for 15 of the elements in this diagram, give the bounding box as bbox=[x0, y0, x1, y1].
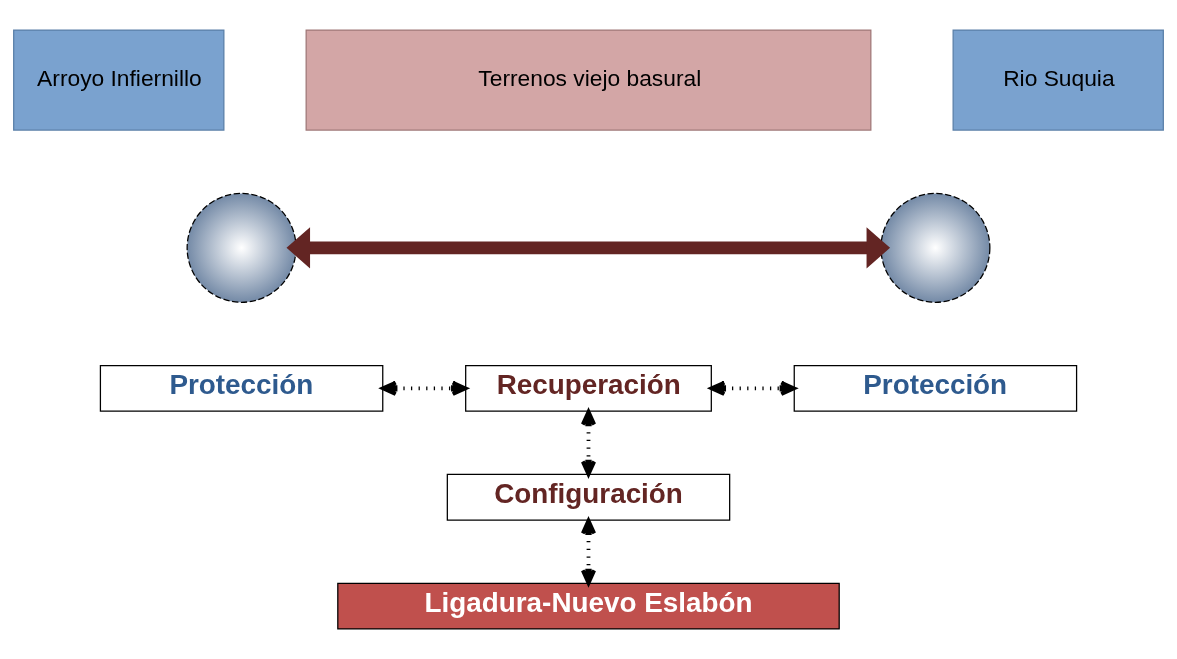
node-box: Arroyo Infiernillo bbox=[13, 29, 225, 131]
node-box: Protección bbox=[793, 364, 1078, 412]
node-box: Recuperación bbox=[465, 364, 712, 412]
arrow bbox=[580, 518, 597, 586]
arrow bbox=[380, 380, 468, 396]
node-circle bbox=[880, 192, 991, 303]
arrow bbox=[580, 409, 597, 477]
node-box: Configuración bbox=[446, 473, 731, 521]
arrow bbox=[286, 227, 891, 269]
node-box: Ligadura-Nuevo Eslabón bbox=[337, 582, 840, 630]
arrow bbox=[709, 380, 797, 396]
node-box: Protección bbox=[99, 364, 384, 412]
node-circle bbox=[186, 192, 297, 303]
node-box: Terrenos viejo basural bbox=[305, 29, 872, 131]
node-box: Rio Suquia bbox=[952, 29, 1164, 131]
